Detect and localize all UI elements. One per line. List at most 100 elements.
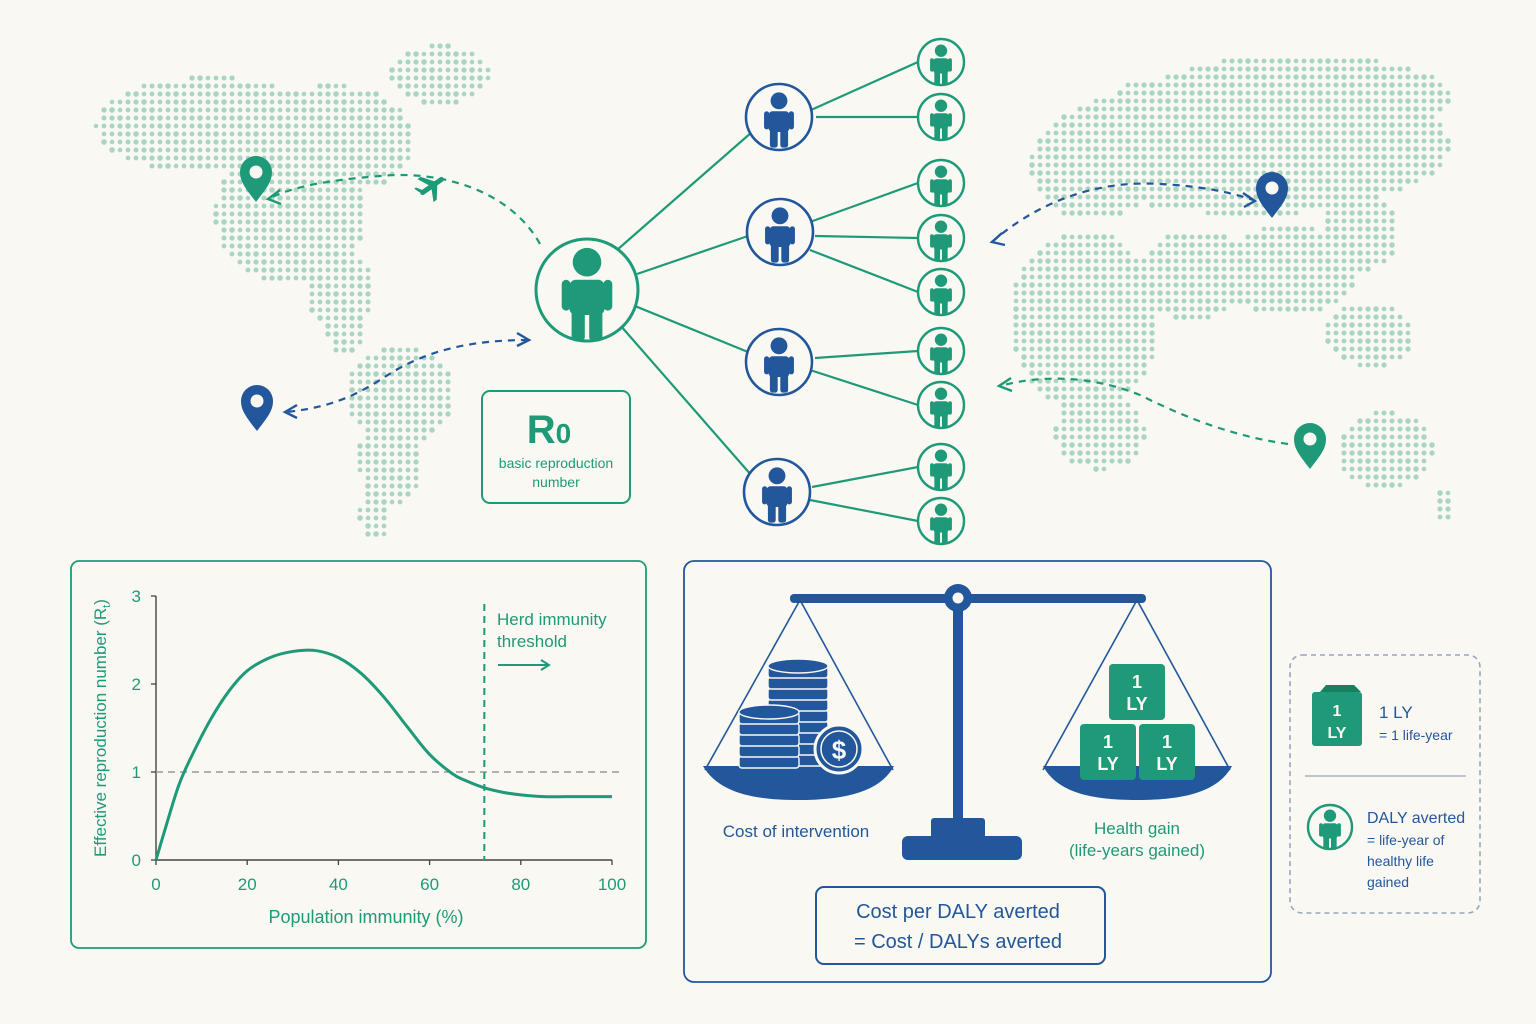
map-dot: [1365, 322, 1371, 328]
map-dot: [1197, 114, 1203, 120]
map-dot: [237, 187, 243, 193]
map-dot: [1405, 442, 1411, 448]
map-dot: [1061, 178, 1067, 184]
map-dot: [365, 283, 371, 289]
map-dot: [1069, 146, 1075, 152]
map-dot: [1237, 290, 1243, 296]
map-dot: [381, 371, 387, 377]
map-dot: [349, 371, 355, 377]
map-dot: [1061, 314, 1067, 320]
map-dot: [1373, 418, 1379, 424]
map-dot: [405, 467, 411, 473]
map-dot: [277, 131, 283, 137]
map-dot: [1341, 66, 1347, 72]
map-dot: [1117, 410, 1123, 416]
map-dot: [1037, 282, 1043, 288]
map-dot: [1349, 114, 1355, 120]
map-dot: [1125, 402, 1131, 408]
map-dot: [1165, 82, 1171, 88]
map-dot: [1173, 250, 1179, 256]
map-dot: [389, 387, 395, 393]
map-dot: [1189, 90, 1195, 96]
map-dot: [293, 267, 299, 273]
map-dot: [1381, 106, 1387, 112]
map-dot: [1405, 138, 1411, 144]
map-dot: [1213, 90, 1219, 96]
map-dot: [1421, 458, 1427, 464]
map-dot: [1069, 458, 1075, 464]
map-dot: [1093, 306, 1099, 312]
map-dot: [373, 387, 379, 393]
map-dot: [333, 211, 339, 217]
map-dot: [1349, 458, 1355, 464]
map-dot: [309, 283, 315, 289]
map-dot: [1293, 202, 1299, 208]
map-dot: [405, 91, 411, 97]
map-dot: [325, 259, 331, 265]
map-dot: [1181, 298, 1187, 304]
map-dot: [1037, 362, 1043, 368]
map-dot: [1253, 274, 1259, 280]
map-dot: [1109, 146, 1115, 152]
map-dot: [253, 107, 259, 113]
map-dot: [325, 203, 331, 209]
y-tick-label: 1: [132, 763, 141, 782]
map-dot: [1309, 186, 1315, 192]
map-dot: [1277, 138, 1283, 144]
map-dot: [1109, 170, 1115, 176]
map-dot: [1325, 90, 1331, 96]
map-dot: [1301, 98, 1307, 104]
map-dot: [1093, 266, 1099, 272]
map-dot: [1109, 394, 1115, 400]
map-dot: [221, 219, 227, 225]
map-dot: [1349, 346, 1355, 352]
map-dot: [1053, 346, 1059, 352]
map-dot: [1405, 418, 1411, 424]
map-dot: [1373, 458, 1379, 464]
map-dot: [333, 139, 339, 145]
map-dot: [1285, 210, 1291, 216]
map-dot: [1053, 298, 1059, 304]
map-dot: [1077, 122, 1083, 128]
map-dot: [477, 75, 483, 81]
map-dot: [1221, 282, 1227, 288]
map-dot: [1221, 306, 1227, 312]
map-dot: [333, 331, 339, 337]
map-dot: [1285, 242, 1291, 248]
map-dot: [1245, 250, 1251, 256]
map-dot: [1093, 106, 1099, 112]
map-dot: [229, 99, 235, 105]
map-dot: [1037, 386, 1043, 392]
map-dot: [293, 251, 299, 257]
map-dot: [309, 107, 315, 113]
formula-box: [815, 886, 1106, 965]
map-dot: [1133, 434, 1139, 440]
map-dot: [1061, 162, 1067, 168]
map-dot: [1381, 66, 1387, 72]
map-dot: [333, 155, 339, 161]
map-dot: [1189, 298, 1195, 304]
map-dot: [1061, 234, 1067, 240]
legend-box: 1 LY 1 LY = 1 life-year DALY averted = l…: [1289, 654, 1481, 914]
map-dot: [277, 275, 283, 281]
map-dot: [1117, 242, 1123, 248]
map-dot: [1357, 138, 1363, 144]
map-dot: [1341, 346, 1347, 352]
map-dot: [1045, 170, 1051, 176]
map-dot: [1317, 74, 1323, 80]
map-dot: [237, 147, 243, 153]
map-dot: [1317, 162, 1323, 168]
map-dot: [1373, 178, 1379, 184]
map-dot: [1085, 130, 1091, 136]
map-dot: [1357, 418, 1363, 424]
map-dot: [1173, 258, 1179, 264]
map-dot: [1157, 258, 1163, 264]
legend-desc-daly-line2: healthy life: [1367, 853, 1434, 869]
map-dot: [1285, 298, 1291, 304]
map-dot: [1197, 130, 1203, 136]
map-dot: [349, 275, 355, 281]
map-dot: [357, 131, 363, 137]
map-dot: [1085, 322, 1091, 328]
map-dot: [173, 155, 179, 161]
